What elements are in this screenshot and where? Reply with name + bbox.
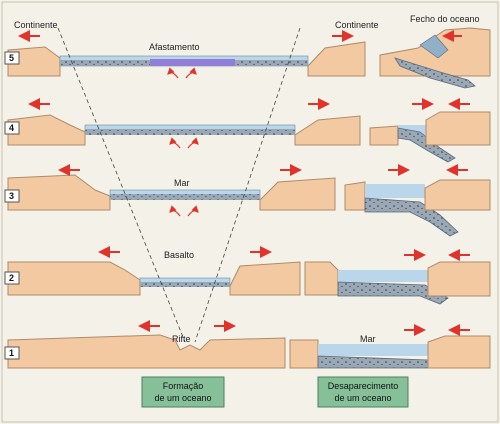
- stage-3: [7, 174, 491, 237]
- caption-formation-line2: de um oceano: [154, 393, 211, 403]
- label-mar-right: Mar: [360, 334, 376, 344]
- label-continente-right: Continente: [335, 20, 379, 30]
- label-basalto: Basalto: [164, 250, 194, 260]
- label-fecho: Fecho do oceano: [410, 14, 480, 24]
- caption-disappear: Desaparecimento de um oceano: [317, 376, 409, 408]
- caption-formation: Formação de um oceano: [141, 376, 225, 408]
- stage-5: [7, 27, 491, 89]
- caption-disappear-line2: de um oceano: [334, 393, 391, 403]
- label-continente-left: Continente: [14, 20, 58, 30]
- stage-2: [7, 261, 491, 305]
- stage-4: [7, 111, 491, 163]
- caption-disappear-line1: Desaparecimento: [328, 381, 399, 391]
- stage-number-4: 4: [9, 123, 14, 133]
- stage-number-2: 2: [9, 273, 14, 283]
- label-rifte: Rifte: [172, 334, 191, 344]
- stage-number-1: 1: [9, 348, 14, 358]
- arrows: [18, 30, 470, 336]
- stage-number-5: 5: [9, 53, 14, 63]
- guide-lines: [57, 27, 301, 343]
- stage-number-3: 3: [9, 191, 14, 201]
- caption-formation-line1: Formação: [163, 381, 204, 391]
- label-mar-center: Mar: [174, 178, 190, 188]
- ridge-arrows: [167, 67, 199, 217]
- label-afastamento: Afastamento: [149, 42, 200, 52]
- stage-numbers: 5 4 3 2 1: [4, 51, 20, 360]
- stage-1: [7, 334, 491, 369]
